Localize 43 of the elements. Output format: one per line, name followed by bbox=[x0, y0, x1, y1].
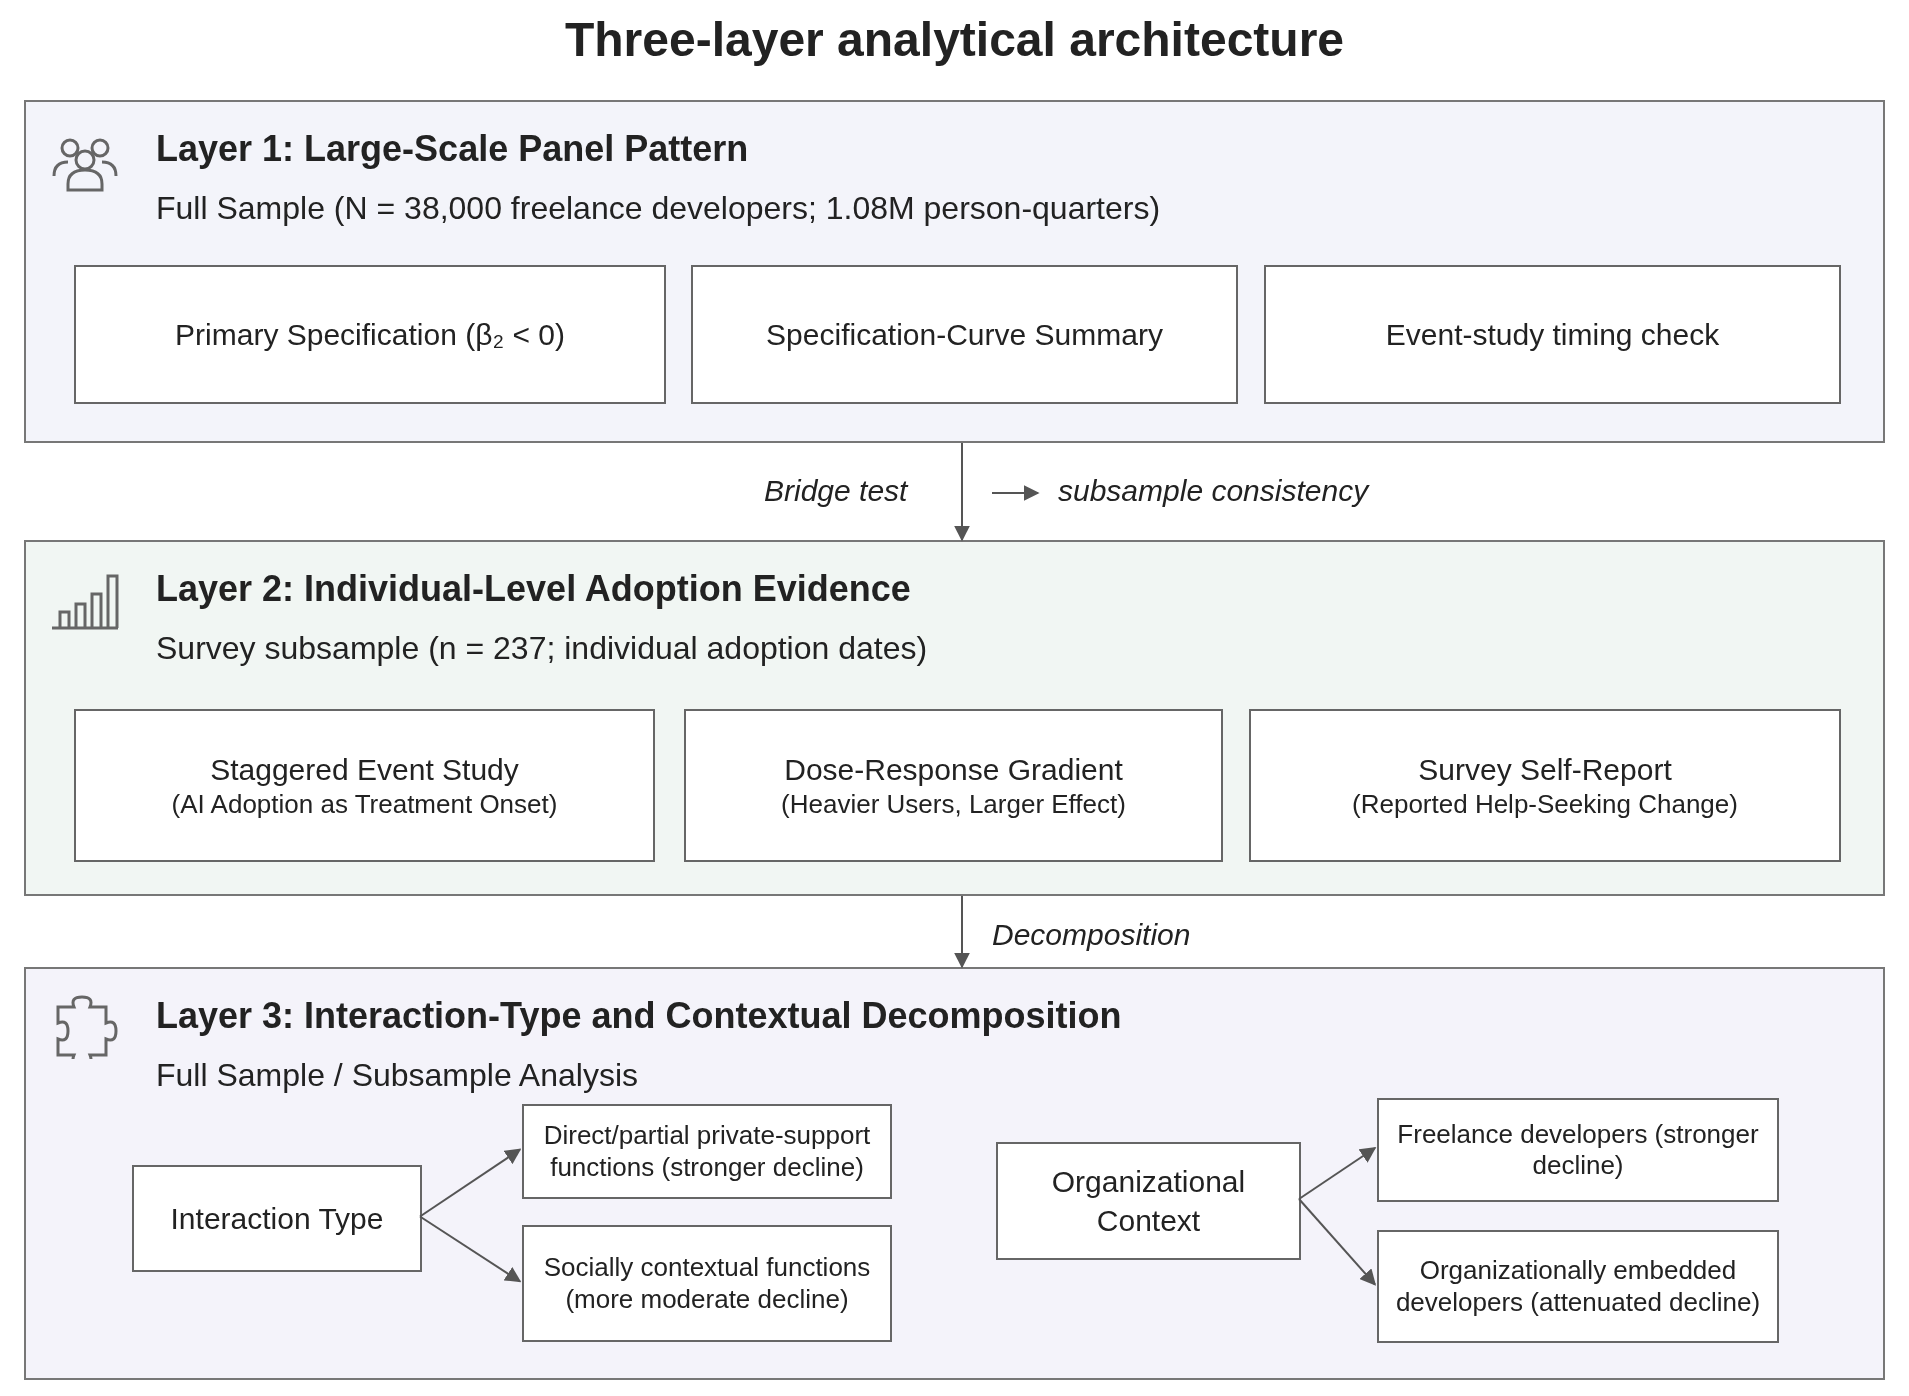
layer-panel bbox=[24, 100, 1885, 443]
arrow bbox=[419, 1148, 522, 1218]
process-box bbox=[684, 709, 1223, 862]
arrow bbox=[954, 442, 970, 542]
box-text: Organizational Context bbox=[1050, 1164, 1247, 1239]
process-box bbox=[132, 1165, 422, 1272]
box-text: Survey Self-Report bbox=[1418, 752, 1672, 789]
process-box bbox=[1249, 709, 1841, 862]
layer-heading: Layer 3: Interaction-Type and Contextual Decomposition bbox=[156, 995, 1122, 1037]
layer-description: Full Sample (N = 38,000 freelance developers; 1.08M person-quarters) bbox=[156, 190, 1161, 227]
box-text: Freelance developers (stronger decline) bbox=[1396, 1118, 1760, 1182]
box-text: Socially contextual functions (more moderate decline) bbox=[542, 1252, 872, 1315]
layer-heading: Layer 2: Individual-Level Adoption Evidence bbox=[156, 568, 911, 610]
box-text: Direct/partial private-support functions (stronger decline) bbox=[542, 1120, 872, 1183]
arrow bbox=[1298, 1147, 1377, 1200]
arrow bbox=[419, 1215, 522, 1283]
process-box bbox=[1377, 1230, 1779, 1343]
layer-description: Survey subsample (n = 237; individual adoption dates) bbox=[156, 630, 928, 667]
box-text: Event-study timing check bbox=[1385, 317, 1720, 353]
box-text: Primary Specification (β₂ < 0) bbox=[175, 317, 565, 353]
box-text: Specification-Curve Summary bbox=[766, 317, 1163, 353]
box-text: Interaction Type bbox=[170, 1201, 384, 1237]
process-box bbox=[691, 265, 1238, 404]
box-subtext: (Reported Help-Seeking Change) bbox=[1352, 789, 1738, 821]
process-box bbox=[74, 265, 666, 404]
arrow bbox=[1298, 1198, 1377, 1286]
arrow bbox=[954, 895, 970, 969]
diagram-title: Three-layer analytical architecture bbox=[563, 12, 1345, 67]
layer-description: Full Sample / Subsample Analysis bbox=[156, 1057, 638, 1094]
process-box bbox=[522, 1225, 892, 1342]
process-box bbox=[1377, 1098, 1779, 1202]
box-text: Dose-Response Gradient bbox=[784, 752, 1123, 789]
process-box bbox=[1264, 265, 1841, 404]
box-text: Staggered Event Study bbox=[210, 752, 519, 789]
layer-heading: Layer 1: Large-Scale Panel Pattern bbox=[156, 128, 749, 170]
process-box bbox=[74, 709, 655, 862]
box-text: Organizationally embedded developers (attenuated decline) bbox=[1394, 1255, 1762, 1318]
layer-panel bbox=[24, 540, 1885, 896]
box-subtext: (AI Adoption as Treatment Onset) bbox=[171, 789, 558, 821]
box-subtext: (Heavier Users, Larger Effect) bbox=[781, 789, 1126, 821]
process-box bbox=[522, 1104, 892, 1199]
layer-panel bbox=[24, 967, 1885, 1380]
process-box bbox=[996, 1142, 1301, 1260]
